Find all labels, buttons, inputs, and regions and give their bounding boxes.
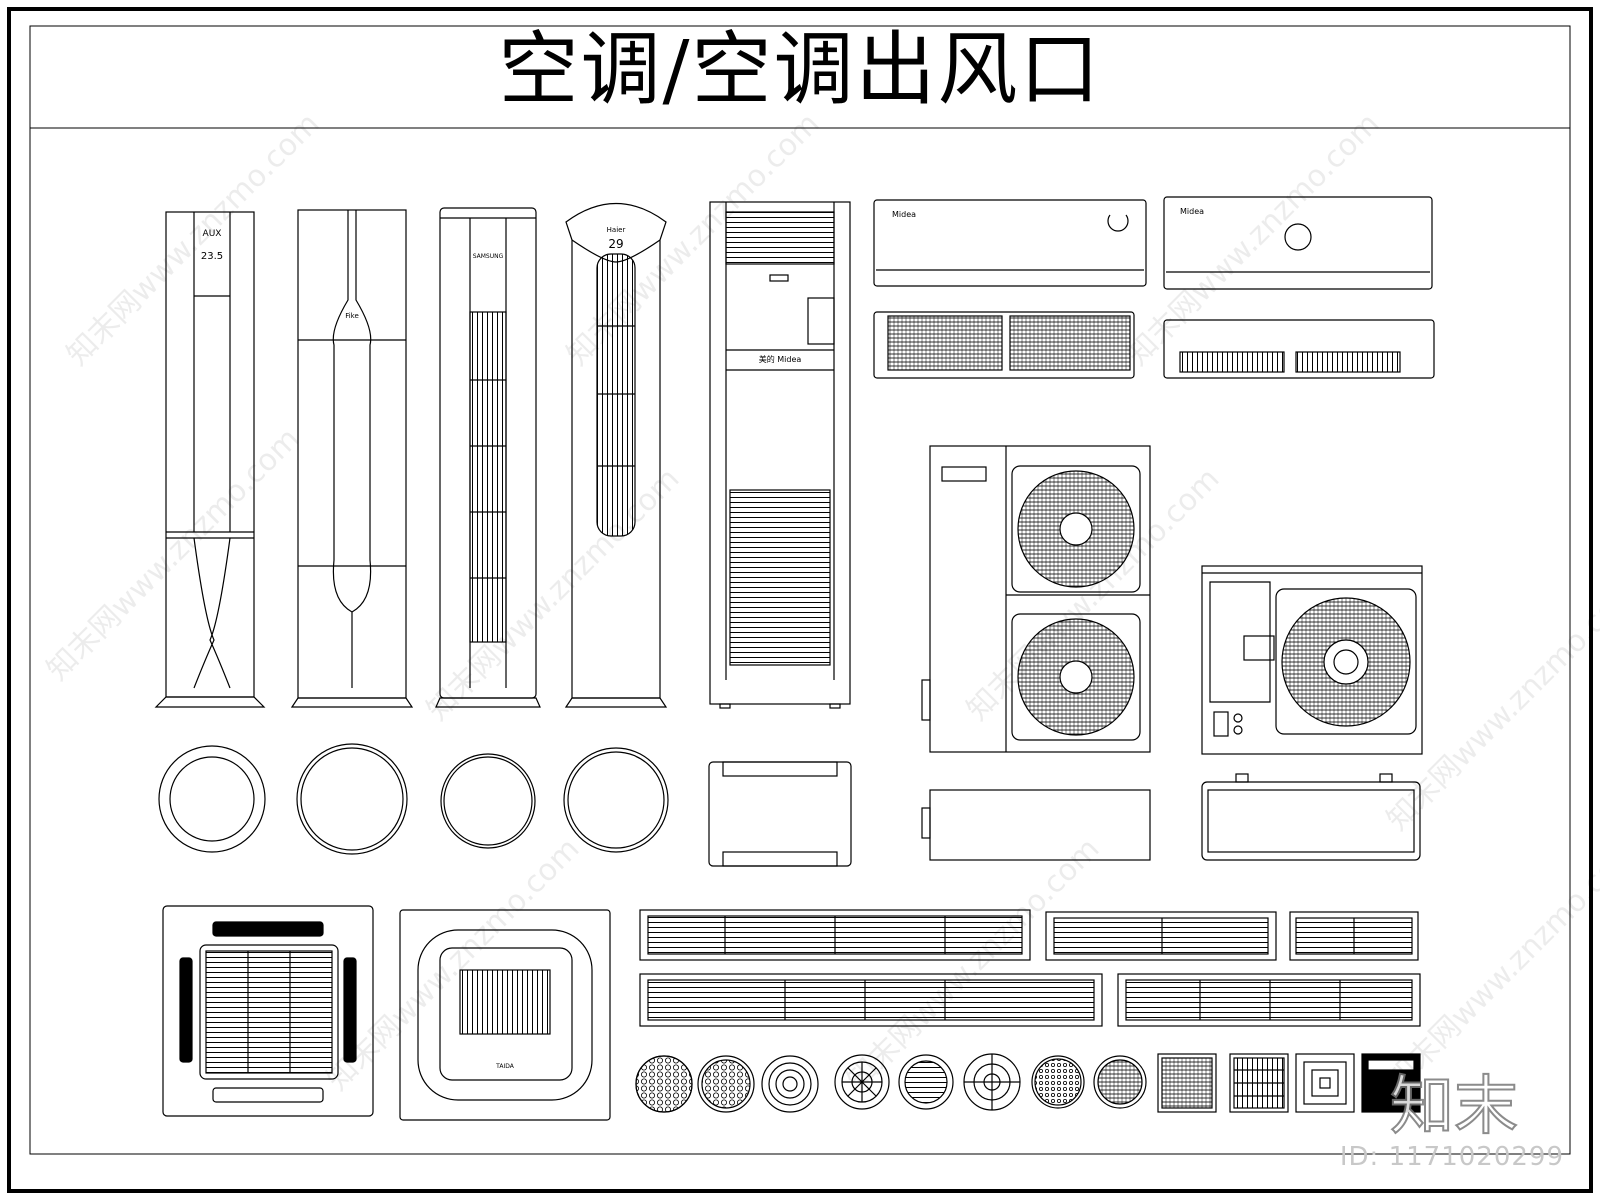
haier-display-label: 29	[608, 237, 623, 251]
round-diffuser-perforated-2	[697, 1055, 755, 1113]
square-diffuser-louvered	[1295, 1053, 1355, 1113]
sheet-title: 空调/空调出风口	[498, 23, 1102, 116]
outdoor-unit-double-fan	[921, 445, 1151, 753]
tower-top-view-2	[296, 743, 408, 855]
haier-brand-label: Haier	[607, 226, 626, 234]
samsung-tower-unit	[435, 207, 541, 708]
outdoor-unit-single-fan	[1201, 565, 1423, 755]
gree-tower-unit	[290, 209, 414, 708]
square-diffuser-egg-crate	[1229, 1053, 1289, 1113]
midea-wall-unit-front	[873, 199, 1147, 287]
aux-brand-label: AUX	[203, 229, 222, 239]
round-diffuser-mesh-1	[1031, 1055, 1085, 1109]
midea-cabinet-brand-label: 美的 Midea	[759, 354, 802, 364]
round-diffuser-swirl	[834, 1054, 890, 1110]
haier-tower-unit	[564, 203, 668, 708]
cassette-brand-label: TAIDA	[495, 1063, 515, 1070]
four-way-cassette-unit	[162, 905, 374, 1117]
samsung-brand-label: SAMSUNG	[473, 253, 504, 260]
linear-grille-medium	[1045, 911, 1277, 961]
linear-grille-long	[639, 909, 1031, 961]
aux-tower-unit	[154, 211, 266, 708]
tower-top-view-1	[158, 745, 266, 853]
square-diffuser-perforated	[1157, 1053, 1217, 1113]
gree-brand-label: Fike	[345, 312, 359, 320]
outdoor-unit-top-view	[921, 789, 1151, 861]
tower-top-view-4	[563, 747, 669, 853]
midea-wall-brand-label: Midea	[892, 210, 916, 219]
linear-grille-extra-long	[639, 973, 1103, 1027]
outer-border	[7, 7, 1593, 1193]
tower-top-view-3	[440, 753, 536, 849]
drawing-id-label: ID: 1171020299	[1339, 1142, 1564, 1172]
linear-grille-return	[1117, 973, 1421, 1027]
outdoor-unit-top-view-slim	[1201, 773, 1421, 861]
aux-display-label: 23.5	[201, 251, 223, 262]
round-flow-cassette-unit	[399, 909, 611, 1121]
round-diffuser-mesh-2	[1093, 1055, 1147, 1109]
midea-wall-unit-round-front	[1163, 196, 1433, 290]
cabinet-top-view	[708, 761, 852, 867]
round-diffuser-perforated-1	[635, 1055, 693, 1113]
midea-wall-round-brand-label: Midea	[1180, 207, 1204, 216]
round-diffuser-target	[963, 1053, 1021, 1111]
wall-unit-bottom-view	[873, 311, 1135, 379]
midea-cabinet-unit	[709, 201, 851, 709]
square-diffuser-solid	[1361, 1053, 1421, 1113]
wall-unit-bottom-view-slim	[1163, 319, 1435, 379]
brand-logo-mark: 知末	[1389, 1069, 1519, 1145]
round-diffuser-slotted	[898, 1054, 954, 1110]
round-diffuser-concentric	[761, 1055, 819, 1113]
linear-grille-short	[1289, 911, 1419, 961]
